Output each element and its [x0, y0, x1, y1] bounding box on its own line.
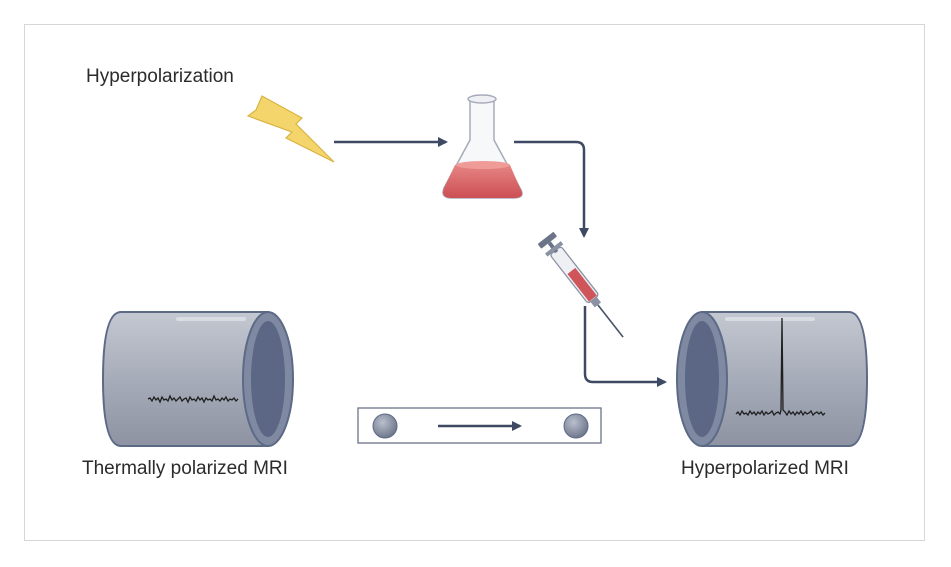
syringe-icon: [538, 232, 624, 338]
thermally-polarized-mri-label: Thermally polarized MRI: [82, 458, 288, 479]
lightning-icon: [246, 95, 335, 163]
hyperpolarization-label: Hyperpolarization: [86, 66, 234, 87]
hyperpolarized-mri-label: Hyperpolarized MRI: [681, 458, 849, 479]
arrow-icon: [514, 140, 589, 238]
arrow-icon: [583, 306, 667, 387]
spin-sphere-icon: [563, 413, 589, 439]
noise-signal: [147, 394, 239, 404]
spin-comparison-box: [357, 407, 602, 444]
spin-sphere-icon: [372, 413, 398, 439]
mri-scanner-icon: [101, 311, 294, 447]
hyperpolarized-signal: [735, 317, 826, 417]
mri-scanner-icon: [676, 311, 869, 447]
flask-icon: [442, 94, 523, 199]
figure-frame: [24, 24, 925, 541]
